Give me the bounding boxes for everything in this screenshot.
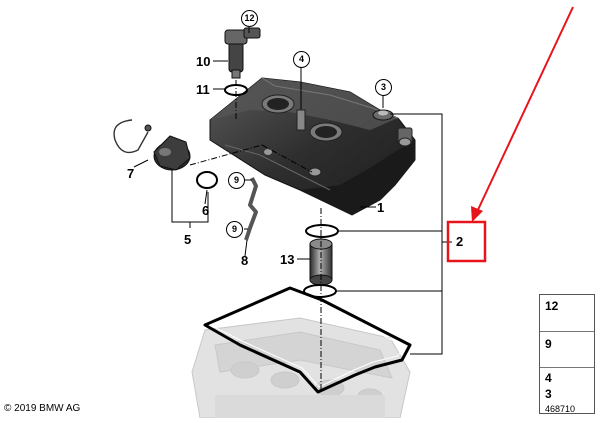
grommet [372, 96, 394, 121]
label-part-7: 7 [127, 166, 135, 181]
red-highlight-box [446, 220, 487, 263]
legend-row: 12 [540, 295, 594, 332]
spark-plug-sleeve [309, 238, 333, 286]
circled-label-12: 12 [241, 10, 258, 27]
lower-o-ring [303, 284, 337, 298]
label-part-1: 1 [377, 200, 385, 215]
label-part-10: 10 [196, 54, 211, 69]
red-arrow [475, 6, 574, 215]
red-arrow-head [471, 206, 483, 222]
circled-label-9-upper: 9 [228, 172, 245, 189]
copyright: © 2019 BMW AG [4, 403, 81, 414]
retaining-strap [113, 119, 149, 154]
circled-label-4: 4 [293, 51, 310, 68]
label-part-5: 5 [184, 232, 192, 247]
label-part-6: 6 [202, 203, 210, 218]
circled-label-3: 3 [375, 79, 392, 96]
label-part-8: 8 [241, 253, 249, 268]
legend-label-12: 12 [545, 299, 559, 313]
label-part-2: 2 [456, 234, 464, 249]
fastener-legend: 12 9 4 3 [539, 294, 595, 414]
upper-o-ring [305, 224, 339, 238]
camshaft-sensor [224, 27, 261, 79]
filler-cap-seal [196, 171, 218, 189]
legend-label-3: 3 [545, 387, 552, 401]
diagram-number: 468710 [545, 404, 576, 414]
legend-row: 9 [540, 331, 594, 368]
legend-label-9: 9 [545, 337, 552, 351]
circled-label-9-lower: 9 [226, 221, 243, 238]
legend-label-4: 4 [545, 371, 552, 385]
label-part-11: 11 [196, 82, 210, 97]
legend-row: 4 3 [540, 367, 594, 413]
oil-filler-cap [153, 135, 191, 171]
label-part-13: 13 [280, 252, 295, 267]
cover-bolt [296, 68, 306, 131]
bracket [244, 177, 258, 241]
cylinder-head-cover [209, 77, 416, 216]
assembly-lines [189, 80, 322, 390]
leader-lines [133, 27, 452, 355]
